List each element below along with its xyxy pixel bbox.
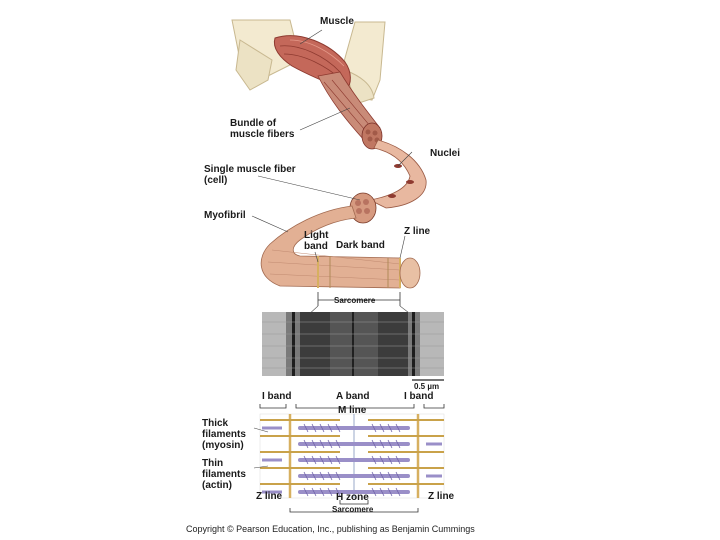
label-thick-filaments: Thick filaments (myosin) — [202, 418, 246, 451]
label-z-line-right: Z line — [428, 491, 455, 502]
label-bundle-line1: Bundle of — [230, 118, 277, 129]
label-dark-band: Dark band — [336, 240, 385, 251]
label-sarcomere-bottom: Sarcomere — [332, 505, 374, 514]
filament-diagram — [259, 413, 445, 499]
label-thin-line1: Thin — [202, 458, 224, 469]
label-myofibril: Myofibril — [204, 210, 246, 221]
label-sarcomere-top: Sarcomere — [334, 296, 376, 305]
label-fiber-line1: Single muscle fiber — [204, 164, 296, 175]
label-light-line1: Light — [304, 230, 329, 241]
label-thin-line2: filaments — [202, 469, 246, 480]
label-bundle-of-fibers: Bundle of muscle fibers — [230, 118, 294, 140]
label-a-band: A band — [336, 391, 370, 402]
copyright-text: Copyright © Pearson Education, Inc., pub… — [186, 524, 475, 534]
label-thin-line3: (actin) — [202, 480, 232, 491]
label-i-band-left: I band — [262, 391, 292, 402]
label-single-fiber: Single muscle fiber (cell) — [204, 164, 296, 186]
label-thick-line2: filaments — [202, 429, 246, 440]
label-muscle: Muscle — [320, 16, 354, 27]
label-m-line: M line — [338, 405, 367, 416]
label-fiber-line2: (cell) — [204, 175, 228, 186]
label-thick-line1: Thick — [202, 418, 229, 429]
bottom-brackets — [289, 500, 419, 513]
label-i-band-right: I band — [404, 391, 434, 402]
leader-lines — [251, 29, 413, 469]
label-light-line2: band — [304, 241, 328, 252]
single-muscle-fiber — [349, 139, 427, 224]
label-z-line-top: Z line — [404, 226, 431, 237]
label-bundle-line2: muscle fibers — [230, 129, 295, 140]
label-z-line-left: Z line — [256, 491, 283, 502]
label-thick-line3: (myosin) — [202, 440, 244, 451]
electron-micrograph — [262, 312, 444, 381]
myofibril-tube — [260, 205, 421, 289]
band-brackets — [259, 404, 445, 409]
label-light-band: Light band — [304, 230, 328, 252]
label-scale-bar: 0.5 µm — [414, 382, 440, 391]
label-nuclei: Nuclei — [430, 148, 461, 159]
label-h-zone: H zone — [336, 492, 369, 503]
label-thin-filaments: Thin filaments (actin) — [202, 458, 246, 491]
